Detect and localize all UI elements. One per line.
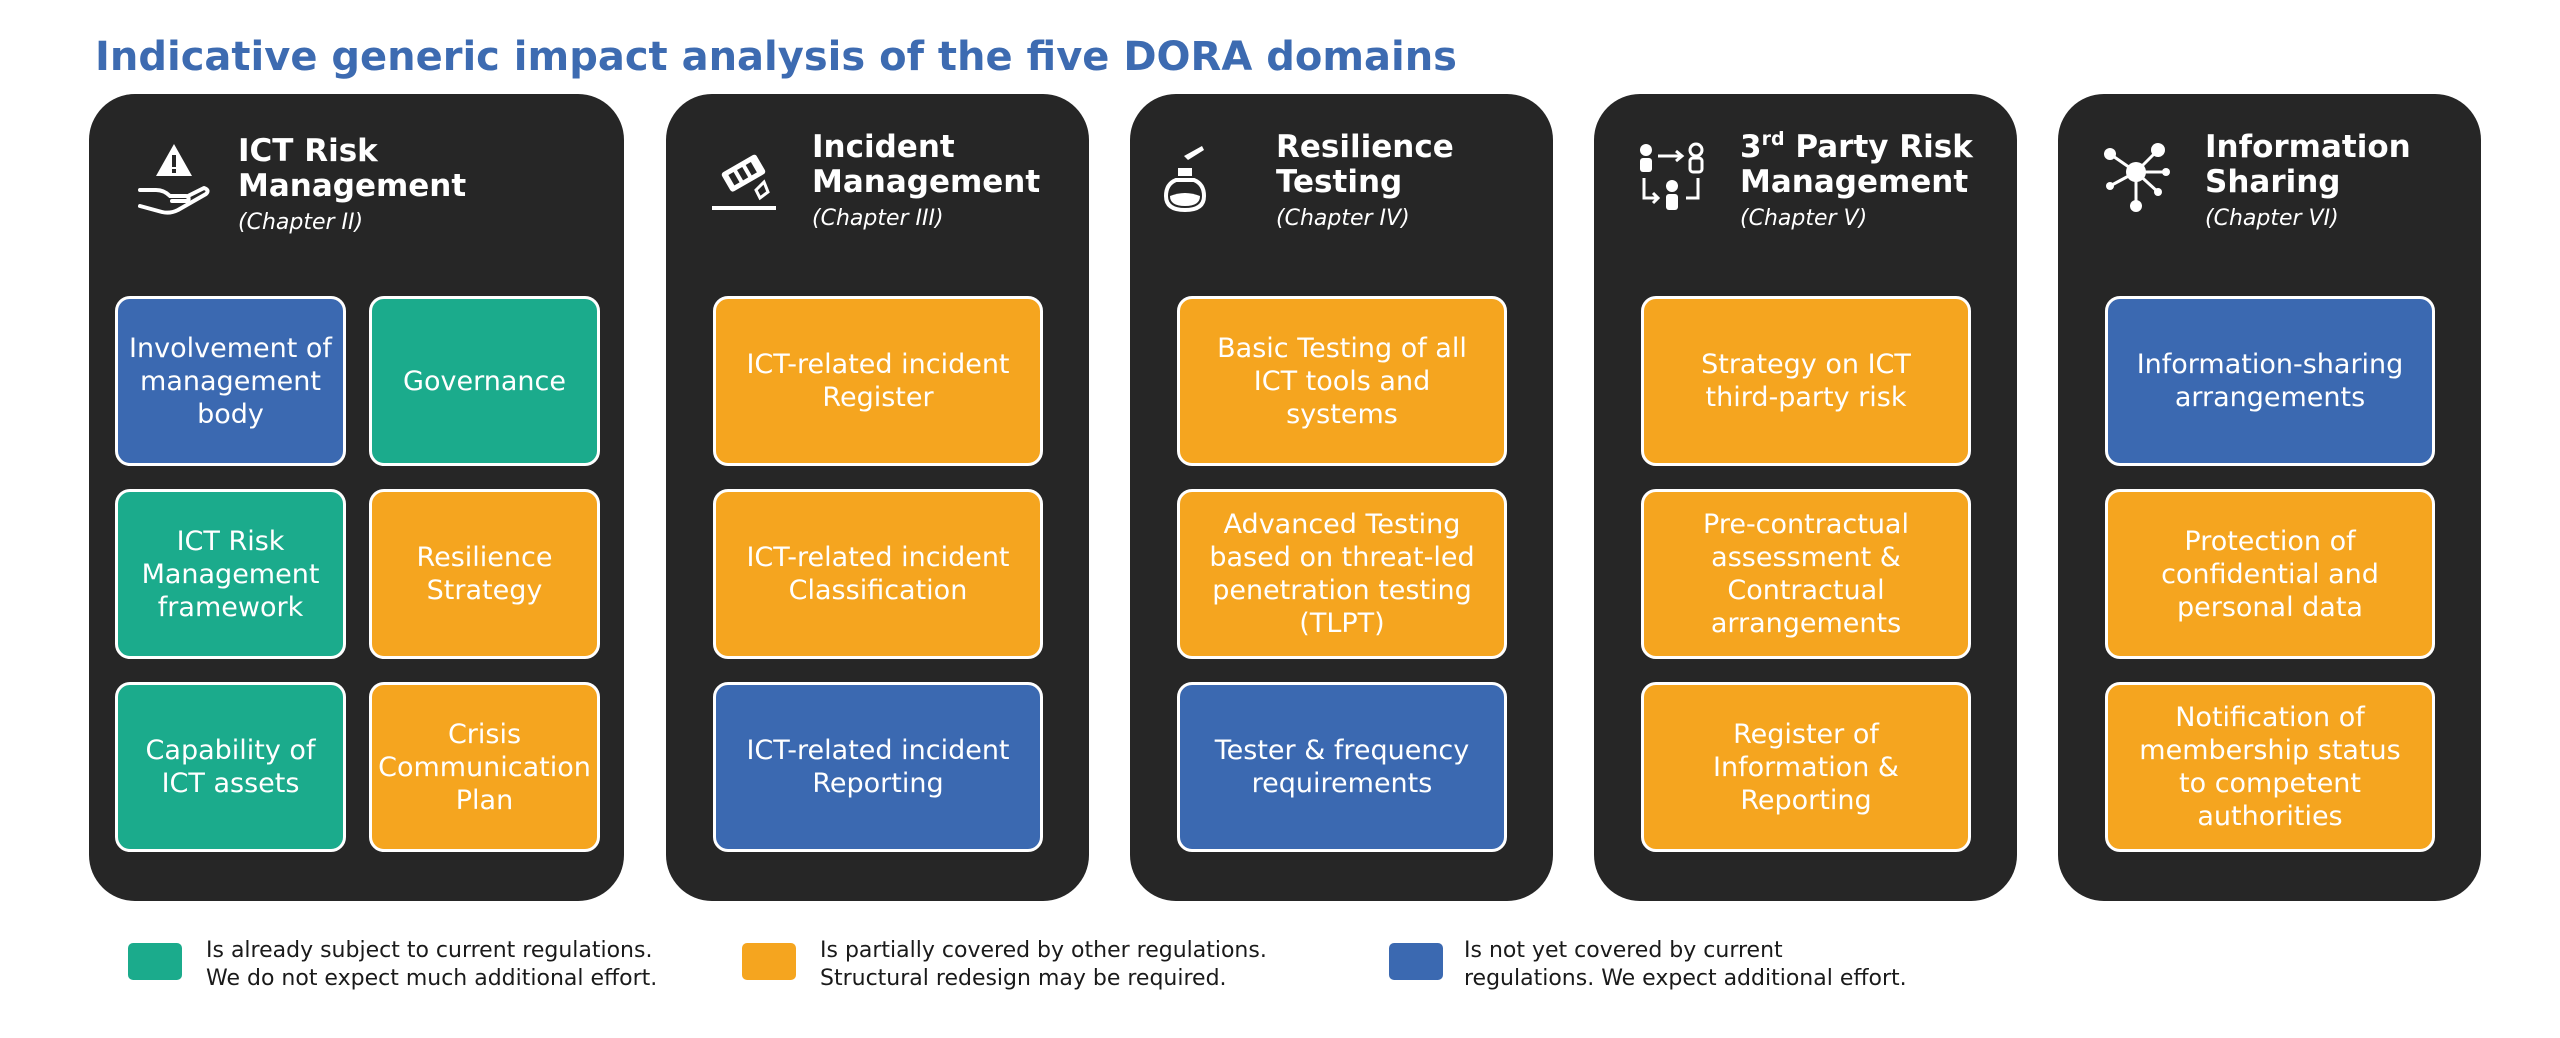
domain-title: Resilience Testing <box>1276 129 1454 200</box>
tile-advanced-testing: Advanced Testing based on threat-led pen… <box>1177 489 1507 659</box>
domain-panel-resilience-testing: Resilience Testing (Chapter IV) Basic Te… <box>1130 94 1553 901</box>
tile-information-sharing-arrangements: Information-sharing arrangements <box>2105 296 2435 466</box>
tile-involvement-management-body: Involvement of management body <box>115 296 346 466</box>
domain-panel-information-sharing: Information Sharing (Chapter VI) Informa… <box>2058 94 2481 901</box>
tile-governance: Governance <box>369 296 600 466</box>
tile-crisis-communication-plan: Crisis Communication Plan <box>369 682 600 852</box>
domain-header: Resilience Testing (Chapter IV) <box>1130 130 1553 264</box>
domain-chapter: (Chapter II) <box>238 210 364 235</box>
domain-title: Information Sharing <box>2205 129 2411 200</box>
domain-chapter: (Chapter V) <box>1740 206 1868 231</box>
domain-title: 3rd Party Risk Management <box>1740 128 1973 200</box>
domain-header: 3rd Party Risk Management (Chapter V) <box>1594 130 2017 264</box>
tile-incident-reporting: ICT-related incident Reporting <box>713 682 1043 852</box>
domain-header: Information Sharing (Chapter VI) <box>2058 130 2481 264</box>
legend-text-orange: Is partially covered by other regulation… <box>820 938 1267 991</box>
legend-swatch-orange <box>742 943 796 980</box>
domain-chapter: (Chapter IV) <box>1276 206 1410 231</box>
domain-chapter: (Chapter III) <box>812 206 944 231</box>
tile-capability-ict-assets: Capability of ICT assets <box>115 682 346 852</box>
domain-panel-ict-risk: ICT Risk Management (Chapter II) Involve… <box>89 94 624 901</box>
incident-tools-icon <box>704 140 784 220</box>
legend-text-blue: Is not yet covered by current regulation… <box>1464 938 1907 991</box>
legend-swatch-green <box>128 943 182 980</box>
domain-panel-incident: Incident Management (Chapter III) ICT-re… <box>666 94 1089 901</box>
tile-resilience-strategy: Resilience Strategy <box>369 489 600 659</box>
domain-title: ICT Risk Management <box>238 133 467 204</box>
tile-ict-risk-framework: ICT Risk Management framework <box>115 489 346 659</box>
tile-tester-frequency: Tester & frequency requirements <box>1177 682 1507 852</box>
tile-protection-data: Protection of confidential and personal … <box>2105 489 2435 659</box>
legend-swatch-blue <box>1389 943 1443 980</box>
legend-text-green: Is already subject to current regulation… <box>206 938 658 991</box>
tile-pre-contractual: Pre-contractual assessment & Contractual… <box>1641 489 1971 659</box>
test-flask-icon <box>1158 140 1238 220</box>
network-share-icon <box>2096 140 2176 220</box>
domain-panel-third-party: 3rd Party Risk Management (Chapter V) St… <box>1594 94 2017 901</box>
hand-warning-icon <box>134 140 214 220</box>
tile-register-information: Register of Information & Reporting <box>1641 682 1971 852</box>
domain-header: Incident Management (Chapter III) <box>666 130 1089 264</box>
tile-strategy-third-party: Strategy on ICT third-party risk <box>1641 296 1971 466</box>
domain-chapter: (Chapter VI) <box>2205 206 2339 231</box>
tile-incident-register: ICT-related incident Register <box>713 296 1043 466</box>
domain-header: ICT Risk Management (Chapter II) <box>89 134 624 264</box>
tile-basic-testing: Basic Testing of all ICT tools and syste… <box>1177 296 1507 466</box>
tile-incident-classification: ICT-related incident Classification <box>713 489 1043 659</box>
domain-title: Incident Management <box>812 129 1041 200</box>
third-party-exchange-icon <box>1634 140 1714 220</box>
page-title: Indicative generic impact analysis of th… <box>95 34 1457 80</box>
tile-notification-membership: Notification of membership status to com… <box>2105 682 2435 852</box>
